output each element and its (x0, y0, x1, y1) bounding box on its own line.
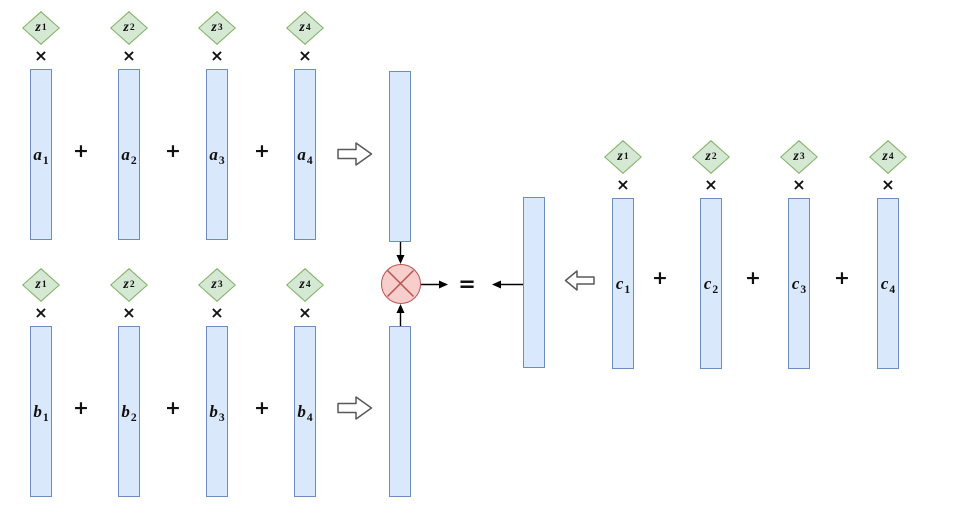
plus-operator: + (165, 140, 181, 162)
vector-label: a4 (297, 144, 313, 167)
vector-bar-c2: c2 (700, 198, 722, 369)
multiply-operator: × (616, 174, 630, 194)
plus-operator: + (254, 140, 270, 162)
multiply-operator: × (34, 302, 48, 322)
plus-operator: + (73, 397, 89, 419)
vector-label: a3 (209, 144, 225, 167)
rightward-hollow-arrow-icon (337, 396, 373, 420)
summed-vector-bar-bottom (389, 326, 411, 497)
vector-label: c4 (880, 273, 896, 296)
vector-label: c3 (791, 273, 807, 296)
multiply-operator: × (881, 174, 895, 194)
multiply-operator: × (122, 45, 136, 65)
plus-operator: + (254, 397, 270, 419)
vector-label: b2 (121, 401, 137, 424)
vector-bar-c3: c3 (788, 198, 810, 369)
plus-operator: + (165, 397, 181, 419)
leftward-hollow-arrow-icon (564, 270, 595, 291)
vector-bar-c1: c1 (612, 198, 634, 369)
vector-label: c2 (703, 273, 719, 296)
multiply-operator: × (792, 174, 806, 194)
cross-icon (386, 269, 415, 298)
plus-operator: + (73, 140, 89, 162)
multiply-operator: × (210, 45, 224, 65)
multiply-operator: × (704, 174, 718, 194)
arrow-left-icon (492, 280, 524, 289)
vector-label: b4 (297, 401, 313, 424)
vector-bar-b4: b4 (294, 326, 316, 497)
vector-label: b1 (33, 401, 49, 424)
arrow-right-icon (421, 280, 448, 289)
multiply-operator: × (34, 45, 48, 65)
arrow-up-icon (396, 304, 405, 326)
vector-label: c1 (615, 273, 631, 296)
elementwise-product-node (381, 264, 421, 304)
vector-bar-c4: c4 (877, 198, 899, 369)
plus-operator: + (834, 267, 850, 289)
vector-bar-a2: a2 (118, 69, 140, 240)
result-vector-bar (523, 197, 545, 368)
vector-bar-b2: b2 (118, 326, 140, 497)
vector-bar-a4: a4 (294, 69, 316, 240)
vector-label: b3 (209, 401, 225, 424)
multiply-operator: × (122, 302, 136, 322)
plus-operator: + (745, 267, 761, 289)
arrow-down-icon (396, 242, 405, 264)
vector-bar-a1: a1 (30, 69, 52, 240)
multiply-operator: × (298, 302, 312, 322)
vector-bar-b1: b1 (30, 326, 52, 497)
summed-vector-bar-top (389, 71, 411, 242)
rightward-hollow-arrow-icon (337, 142, 373, 166)
vector-bar-b3: b3 (206, 326, 228, 497)
vector-label: a1 (33, 144, 49, 167)
multiply-operator: × (210, 302, 224, 322)
multiply-operator: × (298, 45, 312, 65)
plus-operator: + (652, 267, 668, 289)
equals-operator: = (458, 272, 476, 296)
vector-bar-a3: a3 (206, 69, 228, 240)
vector-label: a2 (121, 144, 137, 167)
